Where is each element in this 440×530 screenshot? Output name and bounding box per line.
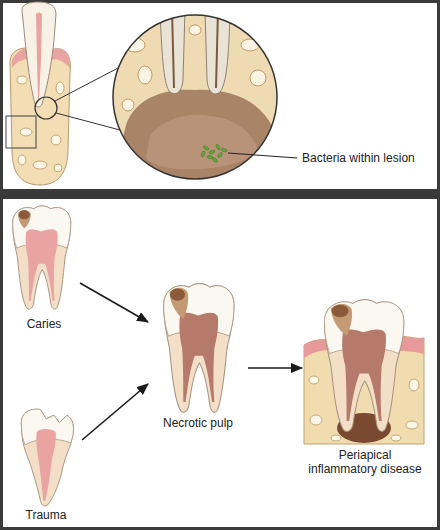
tooth-periapical-part-part [331,304,352,336]
jaw-section-part [20,128,32,136]
leader-line [228,153,297,158]
flow-arrow [82,384,148,440]
bacteria [201,144,228,163]
tooth-stage: Necrotic pulp [148,278,248,434]
zoom-view-part-part [172,10,174,88]
tooth-periapical-part [324,300,403,432]
tooth-periapical-part [309,376,319,384]
tooth-periapical-part-part [342,330,386,421]
tooth-necrotic-part [164,284,234,413]
tooth-caries-part [26,229,58,301]
bacteria-part [209,150,216,155]
tooth-caries [13,206,71,309]
tooth-necrotic-part [170,288,189,319]
callout-label: Bacteria within lesion [301,151,416,165]
jaw-section-part [33,161,47,169]
tooth-label: Trauma [10,508,82,522]
tooth-label: Necrotic pulp [148,416,248,430]
bacteria-part [201,151,206,158]
jaw-section-part [35,97,57,119]
tooth-necrotic-part [170,289,185,301]
tooth-periapical-part-part [332,305,349,318]
jaw-section-part [22,2,56,107]
tooth-periapical-part [409,379,419,391]
tooth-label: Caries [8,317,80,331]
zoom-view-part-part [216,10,218,88]
zoom-view-part-part [205,10,230,94]
tooth-periapical [304,300,424,444]
jaw-section-part [17,76,27,84]
tooth-caries-part [18,210,29,219]
zoom-view-part-part [122,99,134,111]
tooth-trauma-part [36,429,56,501]
bacteria-part [203,145,210,151]
tooth-stage: Caries [8,205,80,335]
jaw-section-part [55,68,118,101]
jaw-section-part [36,13,42,101]
tooth-stage: Periapical inflammatory disease [302,296,428,480]
jaw-section-part [56,82,64,94]
zoom-view-part-part [138,66,152,84]
tooth-necrotic [164,284,234,413]
zoom-view-part-part [110,90,285,190]
top-panel [3,3,437,189]
tooth-periapical-part [310,415,322,425]
jaw-section [6,2,120,185]
tooth-necrotic-part [179,313,218,402]
flow-arrow [248,367,302,369]
jaw-section-part [56,113,120,130]
tooth-periapical-part-part [324,300,403,432]
bacteria-part [215,144,221,151]
zoom-view-part-part [160,10,185,94]
zoom-view-part-part [241,39,259,51]
zoom-view-part-part [189,25,201,35]
tooth-caries-part [18,210,31,229]
jaw-section-part [51,135,61,145]
jaw-section-part [18,155,26,165]
tooth-periapical-part [406,421,418,429]
tooth-trauma [21,409,73,506]
tooth-label: Periapical inflammatory disease [305,448,425,476]
tooth-periapical-part [331,435,341,441]
zoom-view-part [110,10,285,190]
tooth-periapical-part [391,435,401,441]
tooth-trauma-part [21,409,73,506]
bacteria-part [217,152,223,159]
flow-arrow [80,283,148,322]
bottom-panel [3,199,437,527]
bacteria-part [212,157,219,163]
zoom-view [110,10,297,190]
zoom-view-part-part [146,115,258,170]
zoom-view-part-part [250,70,266,86]
jaw-section-part [54,164,62,172]
tooth-caries-part [13,206,71,309]
tooth-stage: Trauma [10,405,82,526]
bacteria-part [221,148,228,153]
jaw-section-part [6,116,36,148]
